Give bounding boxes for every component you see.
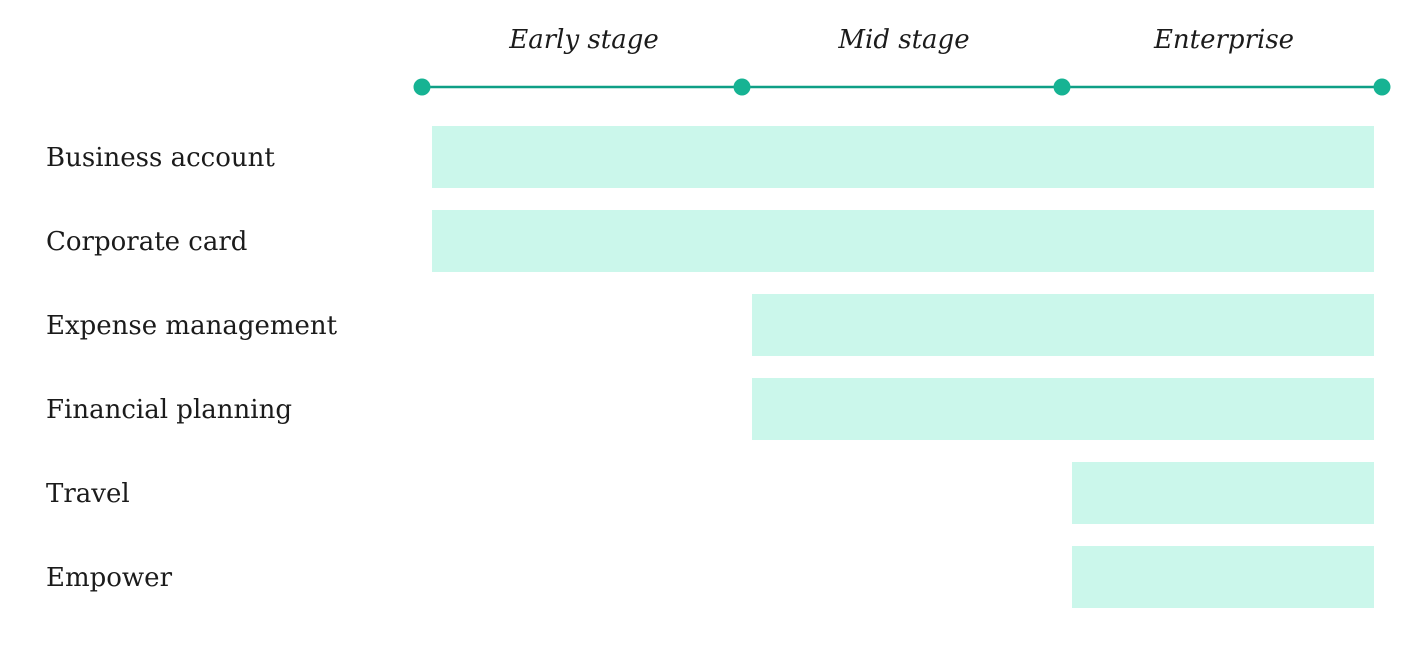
row-label: Business account (46, 143, 275, 173)
coverage-bar (752, 378, 1374, 440)
row-label: Empower (46, 563, 173, 593)
stage-timeline (413, 78, 1391, 96)
timeline-node (1373, 78, 1391, 96)
coverage-bar (1072, 546, 1374, 608)
row-label: Travel (46, 479, 130, 509)
stage-label: Mid stage (837, 25, 969, 55)
coverage-bar (432, 210, 1374, 272)
coverage-bars (432, 126, 1374, 608)
coverage-bar (432, 126, 1374, 188)
coverage-bar (1072, 462, 1374, 524)
timeline-node (733, 78, 751, 96)
stage-label-group: Early stage Mid stage Enterprise (508, 25, 1294, 55)
row-label: Corporate card (46, 227, 247, 257)
coverage-bar (752, 294, 1374, 356)
row-label: Expense management (46, 311, 338, 341)
row-label: Financial planning (46, 395, 292, 425)
timeline-node (1053, 78, 1071, 96)
stage-label: Early stage (508, 25, 659, 55)
stage-label: Enterprise (1153, 25, 1294, 55)
timeline-node (413, 78, 431, 96)
